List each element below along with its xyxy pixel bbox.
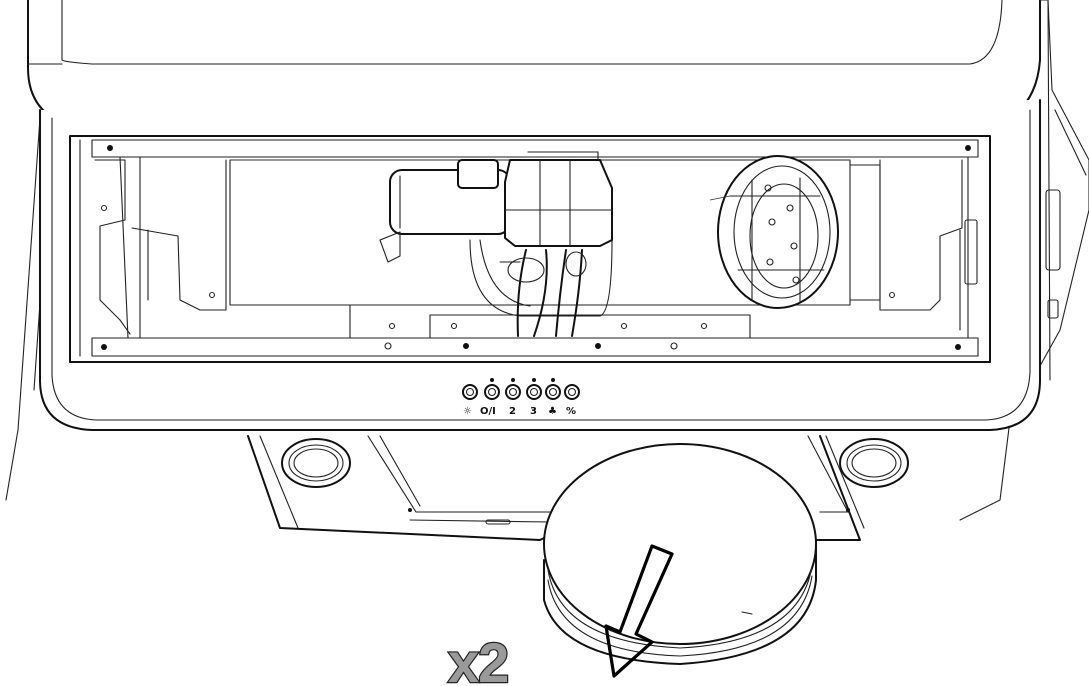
control-button-speed-3 xyxy=(526,378,542,400)
motor-assembly xyxy=(379,151,613,337)
blower-wheel xyxy=(709,155,881,309)
spotlight-left xyxy=(281,438,351,488)
label-percent: % xyxy=(566,406,576,417)
control-button-fan xyxy=(545,378,561,400)
label-power: O/I xyxy=(480,406,496,417)
frame-screws xyxy=(100,145,971,350)
label-speed-3: 3 xyxy=(530,406,537,417)
label-fan: ♣ xyxy=(548,406,557,417)
housing-left-edge xyxy=(5,117,41,501)
spotlight-right xyxy=(839,438,909,488)
control-button-power xyxy=(484,378,500,400)
control-button-light xyxy=(462,384,478,400)
label-light: ☼ xyxy=(463,406,472,417)
label-speed-2: 2 xyxy=(509,406,516,417)
control-panel: ☼ O/I 2 3 ♣ % xyxy=(462,378,580,417)
downward-arrow-icon xyxy=(604,544,674,678)
right-side-panel xyxy=(959,0,1089,521)
quantity-callout: x2 xyxy=(448,631,508,686)
control-button-percent xyxy=(564,384,580,400)
carbon-filter-disc xyxy=(543,443,817,665)
control-button-speed-2 xyxy=(505,378,521,400)
